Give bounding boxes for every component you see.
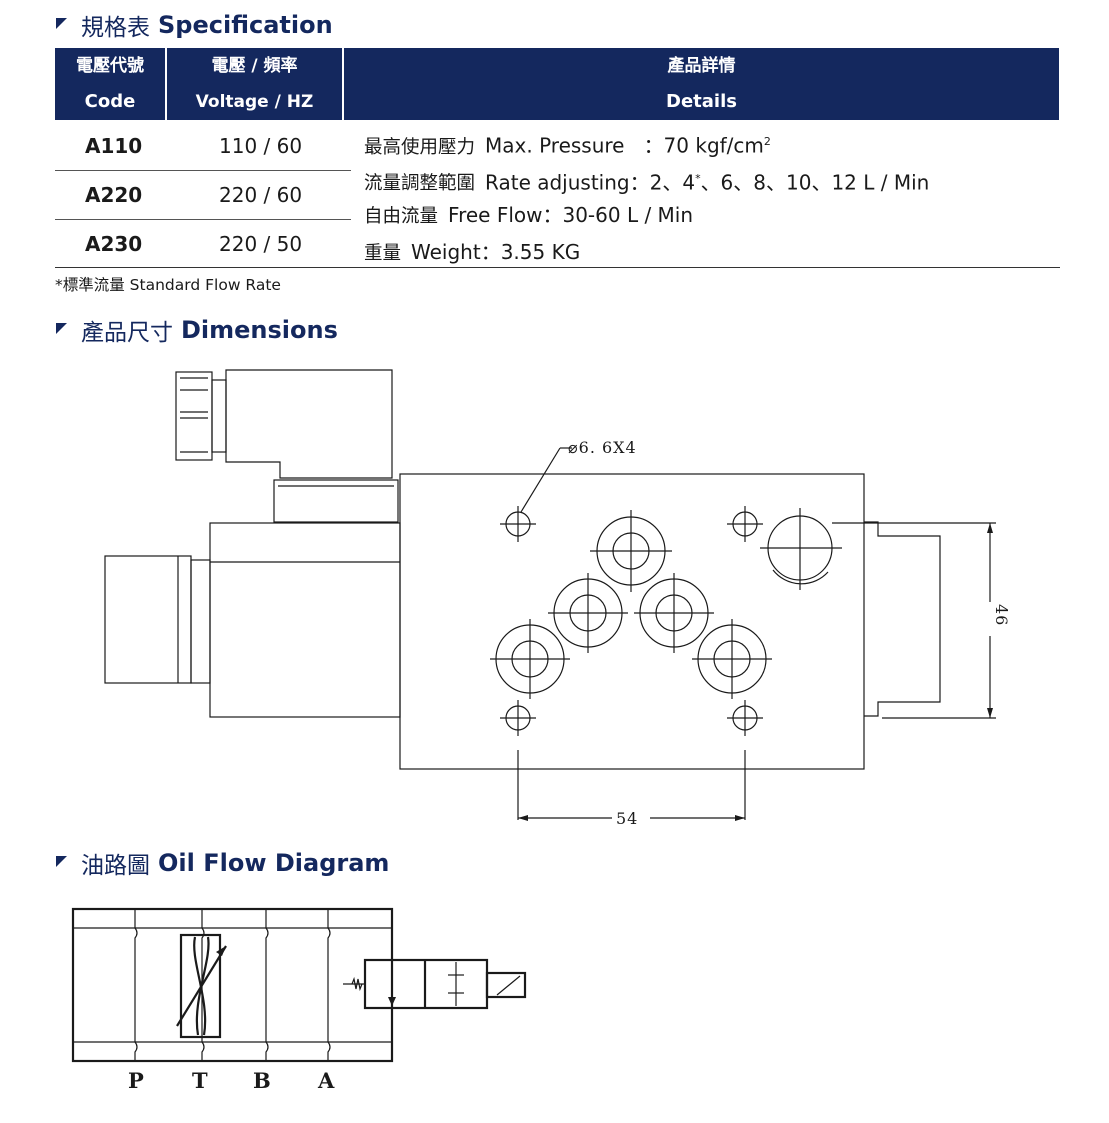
port-label-p: P [128, 1068, 144, 1093]
header-code-en: Code [84, 91, 136, 112]
row-divider [55, 170, 351, 171]
detail-pressure-sup: 2 [763, 135, 771, 148]
dimensions-title-en: Dimensions [181, 316, 338, 344]
port-label-b: B [253, 1068, 271, 1093]
row-voltage: 220 / 60 [219, 183, 303, 207]
header-details: 產品詳情 Details [343, 48, 1059, 120]
spec-title-en: Specification [158, 11, 333, 39]
section-marker-icon [56, 855, 67, 867]
oil-flow-diagram: P T B A [71, 907, 527, 1093]
dimensions-title-zh: 產品尺寸 [81, 320, 173, 346]
table-row: A220 220 / 60 [55, 171, 351, 219]
oil-title-en: Oil Flow Diagram [158, 849, 390, 877]
connector-plug-drawing [175, 371, 213, 461]
adjust-knob-drawing [864, 521, 941, 717]
table-row: A230 220 / 50 [55, 220, 351, 268]
detail-free-flow-en: Free Flow [448, 203, 543, 227]
detail-weight-en: Weight [411, 239, 481, 264]
spec-title-zh: 規格表 [81, 15, 150, 41]
details-cell: 最高使用壓力 Max. Pressure ：70 kgf/cm2 流量調整範圍 Ra… [364, 124, 929, 270]
valve-dimension-drawing: ⌀6. 6X4 54 46 [104, 369, 1011, 828]
row-code: A220 [85, 183, 143, 207]
header-details-zh: 產品詳情 [667, 56, 736, 76]
width-dimension-label: 54 [616, 809, 638, 828]
mounting-holes [500, 506, 763, 736]
flow-control-symbol [179, 933, 222, 1039]
detail-pressure: 最高使用壓力 Max. Pressure ：70 kgf/cm2 [364, 124, 929, 161]
detail-pressure-zh: 最高使用壓力 [364, 136, 476, 158]
header-details-en: Details [666, 91, 737, 112]
spec-table-header: 電壓代號 Code 電壓 / 頻率 Voltage / HZ 產品詳情 Deta… [55, 48, 1059, 120]
row-voltage: 110 / 60 [219, 134, 303, 158]
port-circles [490, 510, 772, 699]
detail-rate-value-b: 、6、8、10、12 L / Min [700, 170, 930, 195]
row-code: A110 [85, 134, 143, 158]
port-label-t: T [192, 1068, 208, 1093]
detail-free-flow-zh: 自由流量 [364, 206, 439, 227]
solenoid-coil-drawing [209, 522, 401, 718]
detail-free-flow-value: ：30-60 L / Min [542, 203, 694, 227]
table-row: A110 110 / 60 [55, 122, 351, 170]
detail-rate-en: Rate adjusting [485, 170, 630, 195]
header-voltage-zh: 電壓 / 頻率 [211, 56, 298, 76]
oil-title-zh: 油路圖 [81, 853, 150, 879]
header-voltage: 電壓 / 頻率 Voltage / HZ [166, 48, 344, 120]
spec-section-title: 規格表 Specification [56, 8, 333, 42]
section-marker-icon [56, 17, 67, 29]
detail-free-flow: 自由流量 Free Flow：30-60 L / Min [364, 197, 929, 234]
oil-section-title: 油路圖 Oil Flow Diagram [56, 846, 389, 880]
detail-weight-zh: 重量 [364, 242, 402, 264]
valve-body-drawing [399, 473, 865, 770]
connector-box-drawing [225, 369, 393, 479]
header-voltage-en: Voltage / HZ [195, 92, 314, 112]
detail-rate-value-a: ：2、4 [629, 170, 696, 195]
table-bottom-rule [55, 267, 1060, 268]
detail-rate-sup: * [695, 171, 701, 185]
detail-weight: 重量 Weight：3.55 KG [364, 234, 929, 271]
row-voltage: 220 / 50 [219, 232, 303, 256]
height-dimension-label: 46 [992, 604, 1011, 626]
detail-pressure-en: Max. Pressure [485, 133, 625, 158]
hole-callout-label: ⌀6. 6X4 [568, 438, 637, 457]
header-code-zh: 電壓代號 [76, 56, 144, 76]
row-code: A230 [85, 232, 143, 256]
row-divider [55, 219, 351, 220]
header-code: 電壓代號 Code [55, 48, 167, 120]
detail-rate: 流量調整範圍 Rate adjusting：2、4*、6、8、10、12 L / … [364, 161, 929, 198]
solenoid-actuator-icon [485, 971, 527, 999]
section-marker-icon [56, 322, 67, 334]
spec-table-body: A110 110 / 60 A220 220 / 60 A230 220 / 5… [55, 122, 1060, 268]
dimensions-section-title: 產品尺寸 Dimensions [56, 313, 338, 347]
port-label-a: A [317, 1068, 335, 1093]
detail-rate-zh: 流量調整範圍 [364, 173, 476, 195]
footnote: *標準流量 Standard Flow Rate [55, 276, 281, 294]
detail-pressure-value: ：70 kgf/cm [643, 133, 764, 158]
hole-callout-leader [520, 447, 561, 513]
detail-weight-value: ：3.55 KG [480, 239, 581, 264]
